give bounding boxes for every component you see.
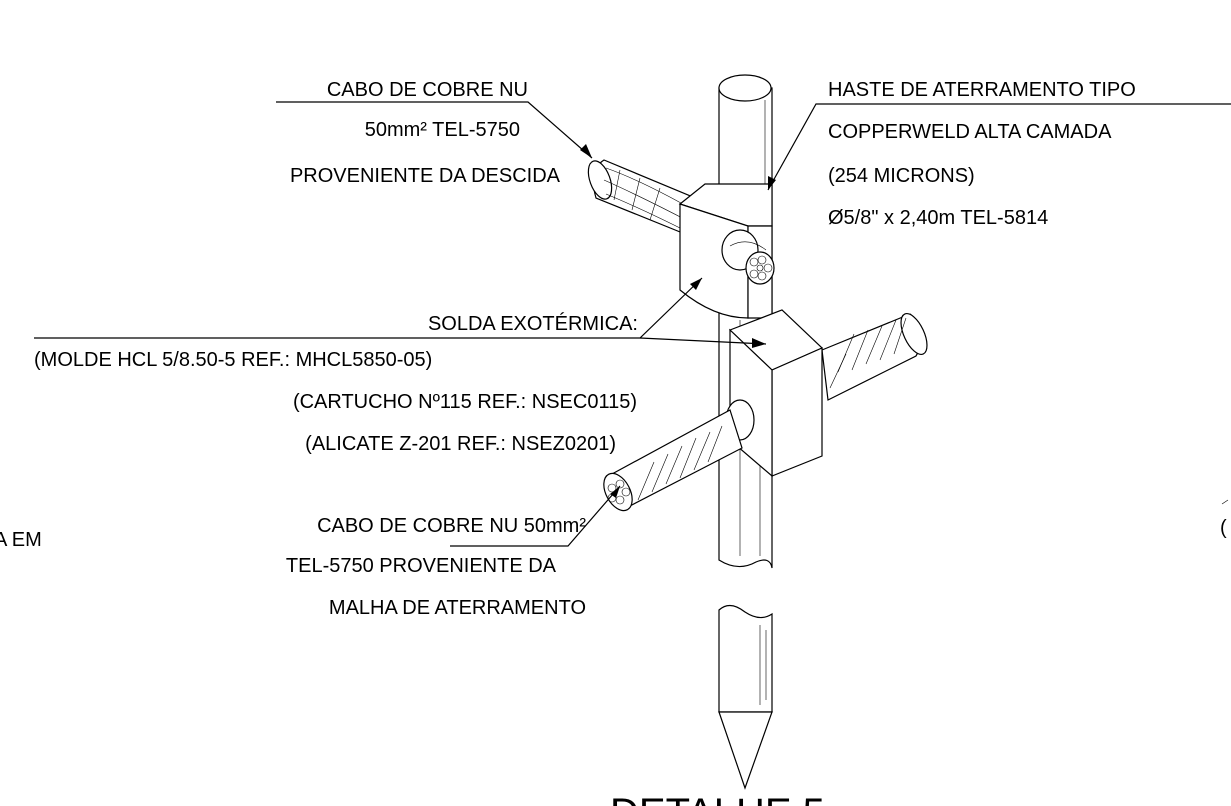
label-upper-cable: CABO DE COBRE NU 50mm² TEL-5750 PROVENIE… [290,79,561,187]
cable-bottom-line1: CABO DE COBRE NU 50mm² [317,515,586,537]
cable-top-line3: PROVENIENTE DA DESCIDA [290,165,561,187]
lower-weld-block [725,309,824,478]
right-edge-tick [1221,499,1229,505]
upper-cable-end-strands [745,251,775,285]
ground-rod-lower [718,604,773,790]
leader-lines [34,101,1231,547]
right-edge-fragment: ( [1220,517,1227,539]
label-exothermic-weld: SOLDA EXOTÉRMICA: (MOLDE HCL 5/8.50-5 RE… [34,312,638,455]
weld-line3: (CARTUCHO Nº115 REF.: NSEC0115) [293,391,637,413]
weld-line1: SOLDA EXOTÉRMICA: [428,312,638,335]
rod-line4: Ø5/8" x 2,40m TEL-5814 [828,207,1048,229]
label-lower-cable: CABO DE COBRE NU 50mm² TEL-5750 PROVENIE… [286,515,586,619]
rod-line1: HASTE DE ATERRAMENTO TIPO [828,79,1136,101]
cable-bottom-line2: TEL-5750 PROVENIENTE DA [286,555,557,577]
rod-line3: (254 MICRONS) [828,165,975,187]
label-ground-rod: HASTE DE ATERRAMENTO TIPO COPPERWELD ALT… [828,79,1136,229]
weld-line2: (MOLDE HCL 5/8.50-5 REF.: MHCL5850-05) [34,349,432,371]
cable-bottom-line3: MALHA DE ATERRAMENTO [329,597,586,619]
left-edge-fragment: A EM [0,529,42,551]
detail-title: DETALHE 5 [610,791,825,806]
weld-line4: (ALICATE Z-201 REF.: NSEZ0201) [305,433,616,455]
cable-top-line2: 50mm² TEL-5750 [365,119,520,141]
cable-top-line1: CABO DE COBRE NU [327,79,528,101]
rod-line2: COPPERWELD ALTA CAMADA [828,121,1112,143]
upper-weld-block [678,183,773,319]
right-copper-cable [821,313,928,401]
